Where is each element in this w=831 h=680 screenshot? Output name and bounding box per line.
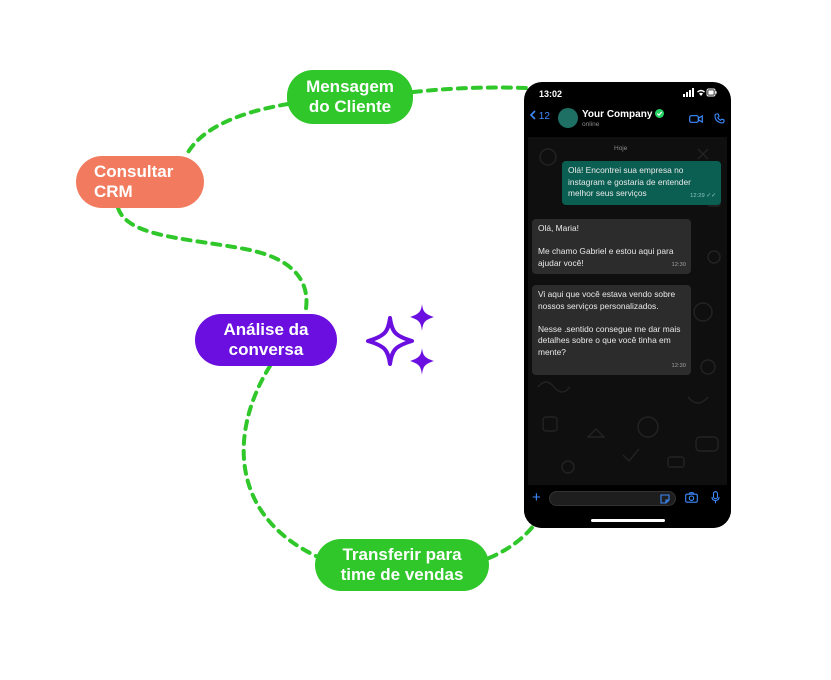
wifi-icon (697, 89, 705, 96)
contact-status: online (582, 121, 600, 128)
message-text: Olá, Maria! (538, 223, 579, 233)
flow-step-label-line-2: conversa (228, 340, 304, 359)
message-text: Vi aqui que você estava vendo sobre noss… (538, 289, 676, 311)
chevron-left-icon (529, 110, 536, 120)
flow-step-label-line-2: CRM (94, 182, 133, 201)
chat-area: Hoje Olá! Encontrei sua empresa no insta… (528, 137, 727, 485)
phone-mockup: 13:02 12 Your Company onl (524, 82, 731, 528)
camera-icon[interactable] (685, 492, 698, 503)
sparkles-icon (366, 304, 434, 375)
call-actions (688, 111, 725, 129)
contact-name: Your Company (582, 109, 653, 120)
phone-call-icon[interactable] (714, 113, 725, 124)
message-bubble-incoming[interactable]: Olá, Maria! Me chamo Gabriel e estou aqu… (532, 219, 691, 274)
day-separator: Hoje (614, 145, 628, 152)
message-input-bar: + (524, 485, 731, 528)
message-time: 12:30 (671, 262, 686, 269)
status-bar: 13:02 (524, 82, 731, 104)
verified-badge-icon (655, 109, 665, 118)
battery-icon (706, 88, 717, 97)
status-time: 13:02 (539, 89, 563, 99)
flow-step-transferir-para-time-de-vendas: Transferir para time de vendas (315, 539, 489, 591)
flow-step-label-line-1: Mensagem (306, 77, 394, 96)
signal-icon (683, 88, 694, 97)
status-icons (683, 88, 717, 99)
back-button[interactable]: 12 (529, 110, 550, 122)
chat-header: 12 Your Company online (524, 104, 731, 134)
message-text: Nesse .sentido consegue me dar mais deta… (538, 323, 681, 357)
plus-icon[interactable]: + (532, 489, 541, 506)
flow-step-label-line-2: time de vendas (340, 565, 464, 584)
message-bubble-outgoing[interactable]: Olá! Encontrei sua empresa no instagram … (562, 161, 721, 205)
message-text: Olá! Encontrei sua empresa no instagram … (568, 165, 691, 199)
message-time: 12:30 (671, 363, 686, 370)
unread-count: 12 (538, 111, 550, 122)
flow-step-label-line-1: Consultar (94, 162, 174, 181)
message-time: 12:29 ✓✓ (690, 193, 716, 200)
video-call-icon[interactable] (688, 114, 703, 124)
message-text: Me chamo Gabriel e estou aqui para ajuda… (538, 246, 674, 268)
flow-step-label-line-1: Análise da (223, 320, 309, 339)
flow-step-label-line-2: do Cliente (308, 97, 392, 116)
home-indicator (591, 519, 665, 522)
flow-step-label-line-1: Transferir para (342, 545, 462, 564)
contact-name-row[interactable]: Your Company (582, 109, 665, 120)
message-input[interactable] (549, 491, 676, 506)
microphone-icon[interactable] (711, 491, 720, 504)
avatar[interactable] (558, 108, 578, 128)
sticker-icon[interactable] (660, 494, 670, 504)
flow-step-mensagem-do-cliente: Mensagem do Cliente (287, 70, 413, 124)
flow-step-analise-da-conversa: Análise da conversa (195, 314, 337, 366)
message-bubble-incoming[interactable]: Vi aqui que você estava vendo sobre noss… (532, 285, 691, 375)
flow-step-consultar-crm: Consultar CRM (76, 156, 204, 208)
